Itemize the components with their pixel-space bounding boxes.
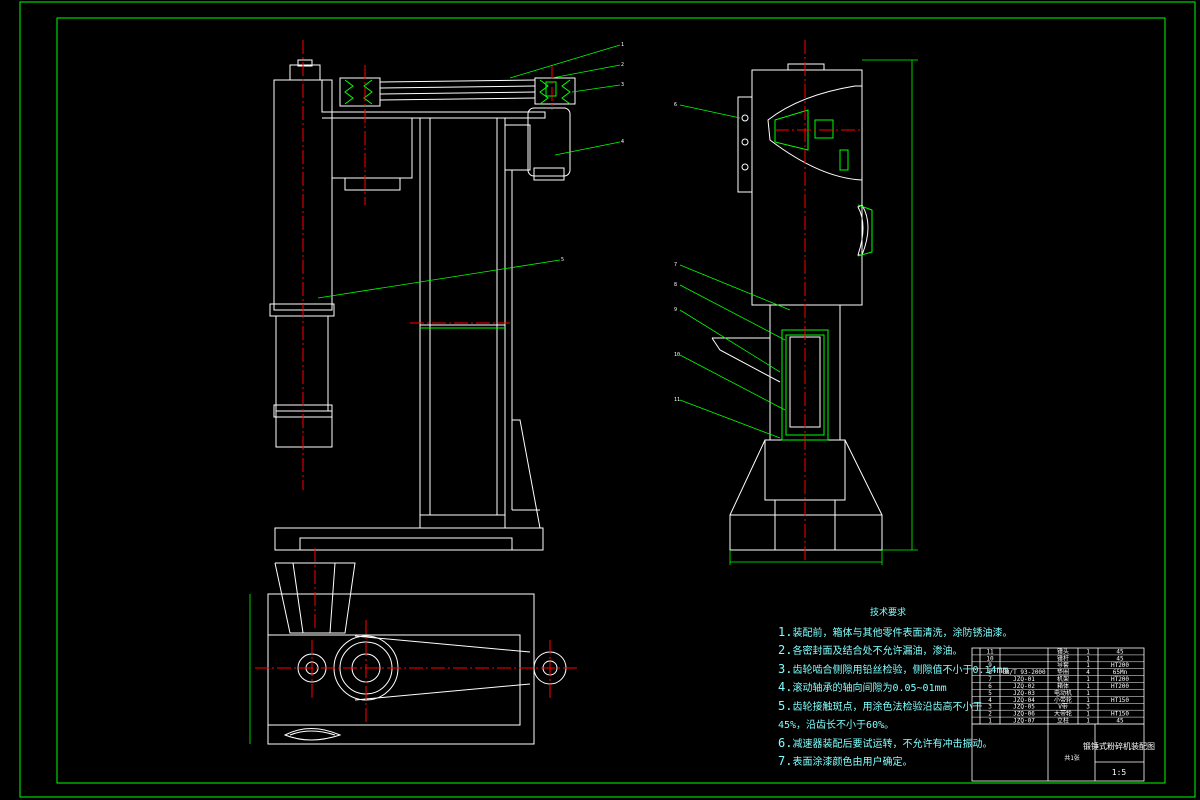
parts-cell-code: JZQ-07 [1013,718,1035,725]
parts-cell-code: JZQ-06 [1013,711,1035,718]
parts-cell-no: 11 [986,648,994,655]
parts-cell-mat: HT200 [1111,676,1129,683]
parts-cell-no: 6 [988,683,992,690]
parts-cell-qty: 3 [1086,704,1090,711]
parts-cell-code: JZQ-02 [1013,683,1035,690]
parts-cell-qty: 1 [1086,655,1090,662]
svg-text:9: 9 [674,307,677,313]
parts-cell-name: 小带轮 [1054,696,1072,704]
parts-cell-code: JZQ-03 [1013,690,1035,697]
parts-cell-name: 锤杆 [1057,654,1069,662]
tech-req-item: 5.齿轮接触斑点，用涂色法检验沿齿高不小于 [778,698,983,713]
parts-cell-qty: 1 [1086,690,1090,697]
svg-text:11: 11 [674,397,680,403]
parts-cell-qty: 4 [1086,669,1090,676]
front-center-lines [302,40,553,490]
side-center-lines [775,40,860,560]
parts-cell-qty: 1 [1086,711,1090,718]
front-callout-labels: 1 2 3 4 5 [561,42,624,263]
side-dimensions [729,59,918,565]
tech-req-item: 4.滚动轴承的轴向间隙为0.05~01mm [778,680,947,694]
top-view [267,562,567,745]
outer-frame [19,1,1196,798]
drawing-name: 锻锤式粉碎机装配图 [1083,741,1155,751]
parts-cell-name: 电动机 [1054,689,1072,697]
parts-cell-qty: 1 [1086,683,1090,690]
parts-cell-code: JZQ-05 [1013,704,1035,711]
parts-cell-no: 1 [988,718,992,725]
tech-req-item: 1.装配前，箱体与其他零件表面清洗，涂防锈油漆。 [778,624,1013,639]
svg-text:4: 4 [621,139,624,145]
tech-req-item: 7.表面涂漆颜色由用户确定。 [778,754,913,768]
parts-cell-code: JZQ-04 [1013,697,1035,704]
parts-cell-name: 机架 [1057,675,1069,683]
parts-cell-name: 导套 [1057,661,1069,669]
technical-requirements: 技术要求 1.装配前，箱体与其他零件表面清洗，涂防锈油漆。 2.各密封面及结合处… [778,605,1013,772]
front-view [269,59,576,551]
inner-frame [56,17,1166,784]
parts-cell-mat: 45 [1116,718,1124,725]
pulley-hatch [344,79,571,329]
parts-cell-name: 箱体 [1057,682,1069,690]
svg-text:10: 10 [674,352,680,358]
parts-cell-qty: 1 [1086,662,1090,669]
side-view [711,63,883,551]
title-block-labels: 锻锤式粉碎机装配图 1:5 共1张 [1064,741,1155,777]
parts-cell-no: 5 [988,690,992,697]
front-leaders [317,44,621,299]
svg-text:7: 7 [674,262,677,268]
parts-cell-mat: 65Mn [1113,669,1128,676]
svg-text:2: 2 [621,62,624,68]
parts-cell-qty: 1 [1086,676,1090,683]
svg-text:8: 8 [674,282,677,288]
parts-cell-code: GB/T 93-2000 [1002,669,1046,676]
parts-cell-code: JZQ-01 [1013,676,1035,683]
svg-text:3: 3 [621,82,624,88]
parts-cell-name: 大带轮 [1054,710,1072,718]
tech-req-item: 3.齿轮啮合侧隙用铅丝检验，侧隙值不小于0.14mm [778,661,1009,676]
tech-req-item: 2.各密封面及结合处不允许漏油，渗油。 [778,643,963,657]
svg-text:6: 6 [674,102,677,108]
parts-cell-no: 7 [988,676,992,683]
scale-label: 1:5 [1112,768,1127,777]
parts-cell-qty: 1 [1086,697,1090,704]
sheet-label: 共1张 [1064,754,1080,762]
side-callout-labels: 6 7 8 9 10 11 [674,102,680,403]
parts-cell-no: 4 [988,697,992,704]
parts-cell-mat: HT150 [1111,711,1129,718]
tech-req-item: 45%，沿齿长不小于60%。 [778,720,895,731]
parts-cell-name: 立柱 [1057,717,1069,725]
parts-cell-name: 锤头 [1057,647,1069,655]
parts-cell-name: V带 [1058,703,1068,711]
tech-req-title: 技术要求 [869,608,906,618]
parts-cell-qty: 1 [1086,718,1090,725]
parts-cell-no: 2 [988,711,992,718]
parts-cell-mat: HT200 [1111,662,1129,669]
parts-cell-no: 8 [988,669,992,676]
parts-cell-mat: 45 [1116,655,1124,662]
top-center-lines [255,548,580,725]
parts-cell-mat: HT150 [1111,697,1129,704]
svg-text:1: 1 [621,42,624,48]
parts-cell-mat: HT200 [1111,683,1129,690]
parts-cell-qty: 1 [1086,648,1090,655]
side-leaders [679,104,791,439]
parts-cell-mat: 45 [1116,648,1124,655]
parts-cell-no: 9 [988,662,992,669]
svg-text:5: 5 [561,257,564,263]
parts-cell-name: 垫圈 [1057,668,1069,676]
parts-cell-no: 10 [986,655,994,662]
parts-cell-no: 3 [988,704,992,711]
tech-req-item: 6.减速器装配后要试运转，不允许有冲击振动。 [778,735,993,750]
